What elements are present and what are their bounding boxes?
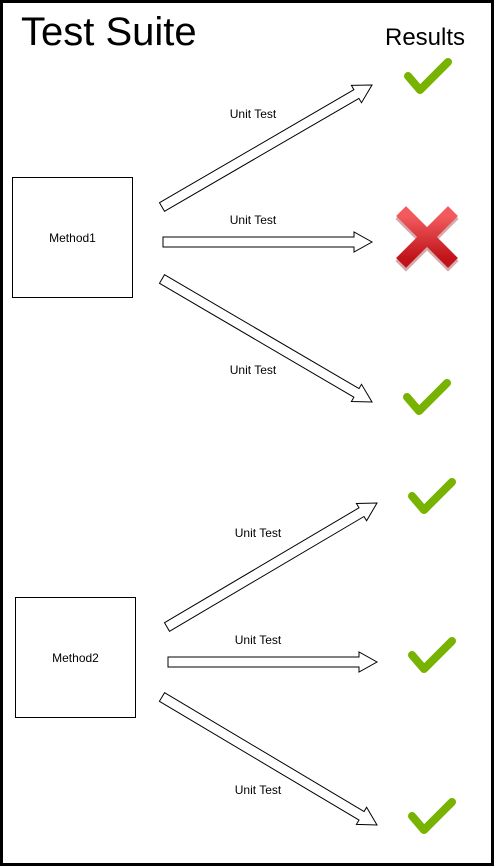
page-title: Test Suite	[21, 10, 197, 54]
method-box: Method2	[15, 597, 136, 718]
check-icon	[408, 478, 456, 514]
unit-test-arrow	[163, 502, 378, 632]
unit-test-label: Unit Test	[235, 526, 282, 540]
unit-test-arrow	[158, 274, 373, 403]
cross-icon	[395, 206, 459, 272]
unit-test-label: Unit Test	[230, 213, 277, 227]
unit-test-label: Unit Test	[235, 633, 282, 647]
check-icon	[403, 379, 451, 415]
unit-test-arrow	[158, 692, 378, 826]
unit-test-arrow	[158, 84, 373, 212]
check-icon	[408, 637, 456, 673]
unit-test-arrow	[162, 231, 374, 253]
method-box: Method1	[12, 177, 133, 298]
check-icon	[408, 798, 456, 834]
unit-test-arrow	[167, 651, 379, 673]
unit-test-label: Unit Test	[235, 783, 282, 797]
unit-test-label: Unit Test	[230, 107, 277, 121]
results-heading: Results	[385, 24, 466, 51]
unit-test-label: Unit Test	[230, 363, 277, 377]
check-icon	[404, 58, 452, 94]
